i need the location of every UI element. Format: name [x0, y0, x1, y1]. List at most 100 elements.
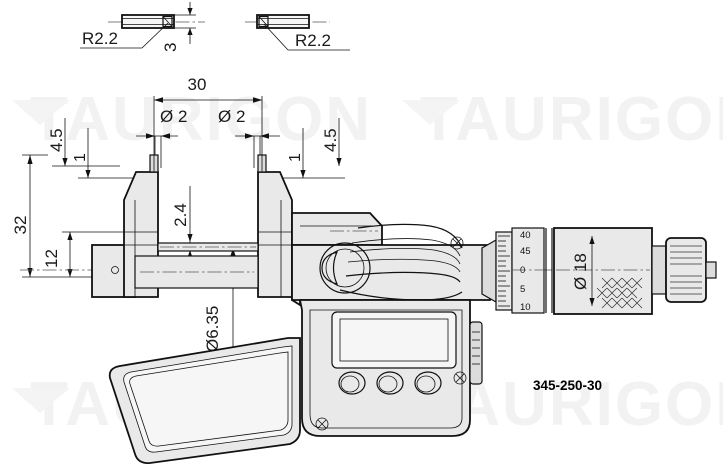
ratchet-boss-inner	[325, 248, 365, 288]
detail-view-right: R2.2	[245, 14, 350, 51]
detail-left-radius-face	[162, 15, 173, 28]
screw-panel-right	[453, 371, 467, 385]
button-center-inner[interactable]	[378, 375, 398, 393]
dimension-span-30: 30	[153, 75, 263, 162]
screw-top-right	[450, 236, 464, 250]
c-frame-pad-inner	[129, 351, 289, 447]
dim-635-arrow-top	[230, 248, 236, 256]
sleeve-tick-marks	[498, 235, 510, 307]
housing-hood-curve-3	[349, 248, 461, 265]
button-right-inner[interactable]	[416, 375, 436, 393]
housing-hood-curve-2	[351, 238, 461, 257]
ratchet-knob-ribs	[670, 245, 702, 295]
ratchet-neck	[651, 245, 667, 295]
housing-hood-curve-5	[345, 271, 461, 283]
detail-left-radius-hatch	[162, 16, 173, 27]
dim-1l-arrow	[85, 170, 91, 178]
screw-panel-bottom-left	[315, 417, 329, 431]
dim-gap-label: 2.4	[171, 203, 190, 227]
detail-left-thickness-label: 3	[161, 43, 180, 52]
sleeve-taper	[481, 238, 497, 304]
thimble-label-3: 5	[520, 284, 525, 295]
dim-45l-arrow	[62, 158, 68, 166]
dim-45r-arrow	[336, 158, 342, 166]
dim-height-32-label: 32	[11, 216, 30, 235]
display-panel-inner-outline	[309, 309, 463, 429]
detail-left-leader-line	[141, 22, 169, 49]
part-number-label: 345-250-30	[533, 378, 602, 393]
button-left-outer[interactable]	[338, 371, 366, 395]
sleeve-barrel: 40 45 0 5 10	[481, 227, 553, 314]
ratchet-knob	[665, 237, 707, 303]
dim-hole-right-label: Ø 2	[218, 107, 245, 126]
micrometer-housing	[291, 212, 491, 313]
dim-12-arrow-bot	[67, 269, 73, 277]
button-center[interactable]	[376, 371, 404, 395]
dim-1r-arrow	[300, 170, 306, 178]
dim-edge-right-label: 4.5	[321, 128, 340, 152]
button-left[interactable]	[338, 371, 366, 395]
upper-blade	[157, 242, 259, 252]
dimension-edge-right-4-5: 4.5	[321, 118, 342, 166]
ratchet-stop	[651, 237, 717, 303]
thimble-body	[553, 227, 653, 315]
anvil-pin-hole	[111, 266, 119, 274]
lcd-bezel	[331, 311, 457, 369]
dim-o2r-arrow-in-right	[260, 133, 269, 139]
watermark-text-2: TAURIGON	[420, 85, 723, 154]
ratchet-boss-outer	[319, 242, 371, 294]
detail-right-radius-face	[258, 15, 269, 28]
anvil-jaw-right-profile	[257, 171, 293, 298]
dim-30-arrow-left	[154, 97, 163, 103]
watermark-chevron-2	[402, 100, 460, 125]
dim-24-arrow-top	[187, 234, 193, 242]
screw-panel-bl-head	[315, 417, 329, 431]
dim-32-arrow-top	[27, 155, 33, 164]
screw-top-right-slot-2	[452, 238, 462, 248]
detail-left-arrow-top	[187, 8, 193, 15]
dimension-edge-left-4-5: 4.5	[47, 118, 120, 167]
dim-o18-arrow-bot	[589, 298, 595, 306]
ratchet-lever	[321, 251, 339, 285]
detail-right-radius-hatch	[258, 16, 269, 27]
dimension-hole-left: Ø 2	[136, 107, 187, 168]
button-right[interactable]	[414, 371, 442, 395]
thimble-label-0: 40	[520, 230, 531, 241]
button-right-outer[interactable]	[414, 371, 442, 395]
thimble: Ø 18	[553, 227, 653, 315]
screw-top-right-head	[450, 236, 464, 250]
dim-thimble-diameter-label: Ø 18	[571, 253, 590, 290]
detail-view-left: 3 R2.2	[80, 2, 205, 52]
thimble-label-4: 10	[520, 302, 531, 313]
thimble-scale-band	[511, 227, 545, 314]
button-left-inner[interactable]	[340, 375, 360, 393]
dim-32-arrow-bot	[27, 268, 33, 277]
thimble-label-1: 45	[520, 246, 531, 257]
dim-o18-arrow-top	[589, 236, 595, 244]
dimension-height-12: 12	[42, 231, 128, 277]
button-center-outer[interactable]	[376, 371, 404, 395]
dim-o2l-arrow-in-right	[161, 133, 170, 139]
dim-edge-left-label: 4.5	[47, 128, 66, 152]
watermark-chevron-3	[12, 388, 70, 413]
measuring-rod	[134, 255, 259, 289]
housing-upper-arm	[291, 212, 383, 246]
dim-rod-diameter-label: Ø6.35	[203, 306, 222, 352]
dim-step-right-label: 1	[287, 153, 304, 162]
detail-right-radius-label: R2.2	[295, 31, 331, 50]
detail-right-leader-line	[263, 23, 289, 51]
dim-30-arrow-right	[253, 97, 262, 103]
watermark-chevron-1	[12, 100, 70, 125]
housing-hood-curve-1	[357, 223, 463, 249]
ratchet-end-cap	[705, 261, 717, 279]
watermark-text-1: TAURIGON	[30, 85, 372, 154]
output-port	[469, 321, 483, 385]
detail-left-arrow-bot	[187, 28, 193, 35]
screw-panel-bl-slot-2	[317, 419, 327, 429]
c-frame	[108, 337, 301, 464]
dim-o2l-arrow-in-left	[146, 133, 155, 139]
lcd-screen[interactable]	[339, 318, 449, 362]
dimension-hole-right: Ø 2	[218, 107, 280, 168]
